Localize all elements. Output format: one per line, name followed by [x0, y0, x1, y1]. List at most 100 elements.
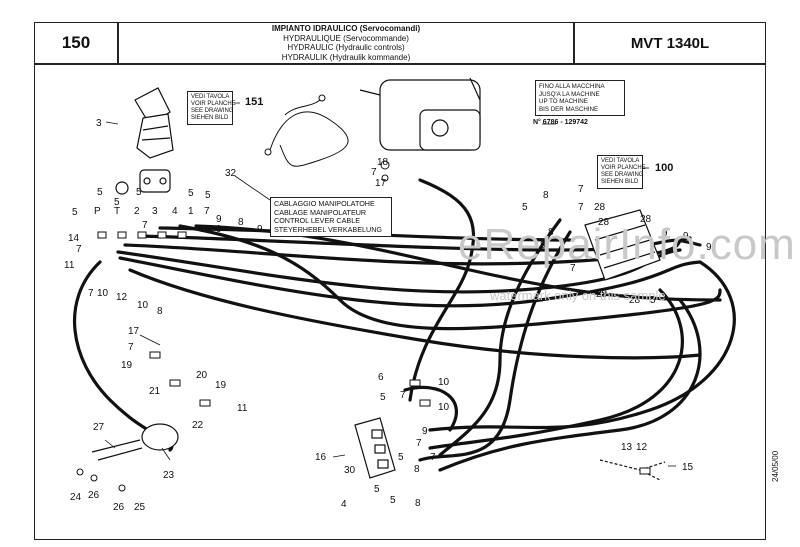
callout-line: FINO ALLA MACCHINA: [539, 83, 605, 90]
part-label: 28: [629, 295, 641, 306]
hose: [438, 218, 562, 457]
part-label: 13: [621, 442, 633, 453]
part-label: 7: [570, 248, 576, 259]
part-label: 9: [216, 214, 222, 225]
part-label: 4: [341, 499, 347, 510]
part-label: 7: [199, 224, 205, 235]
part-label: 5: [374, 484, 380, 495]
see-drawing-callout-left: VEDI TAVOLA VOIR PLANCHE SEE DRAWING SIE…: [187, 91, 236, 125]
hose: [403, 385, 458, 432]
part-label: 26: [88, 490, 100, 501]
callout-line: SIEHEN BILD: [601, 179, 639, 185]
serial-range: N° 6786 - 129742: [533, 119, 588, 126]
callout-line: VEDI TAVOLA: [601, 158, 640, 164]
title-line-de: HYDRAULIK (Hydraulik kommande): [281, 52, 411, 62]
part-label: 5: [72, 207, 78, 218]
part-label: 8: [238, 217, 244, 228]
control-valve-block: [584, 209, 661, 281]
part-label: 8: [414, 464, 420, 475]
callout-line: UP TO MACHINE: [539, 98, 588, 105]
title-line-en: HYDRAULIC (Hydraulic controls): [287, 43, 405, 52]
part-label: 28: [594, 202, 606, 213]
part-label: 3: [96, 118, 102, 129]
part-label: 4: [172, 206, 178, 217]
part-label: 18: [377, 157, 389, 168]
part-label: 28: [596, 289, 608, 300]
hose: [178, 224, 722, 331]
callout-line: CABLAGGIO MANIPOLATOHE: [274, 199, 375, 208]
part-label: 30: [344, 465, 356, 476]
part-label: 27: [93, 422, 105, 433]
part-label: 12: [636, 442, 648, 453]
part-label: 9: [216, 224, 222, 235]
sheet-title: IMPIANTO IDRAULICO (Servocomandi) HYDRAU…: [118, 22, 574, 64]
part-label: 10: [97, 288, 109, 299]
part-label: 8: [543, 190, 549, 201]
model-name: MVT 1340L: [574, 22, 766, 64]
callout-line: CABLAGE MANIPOLATEUR: [274, 207, 367, 217]
hose-group: [72, 178, 736, 472]
part-label: 5: [114, 197, 120, 208]
part-number-labels: 3 5 5 5 5 5 5 P T 2 3 4 1 7 7 9 7 9 8 14…: [64, 118, 712, 513]
title-line-it: IMPIANTO IDRAULICO (Servocomandi): [271, 24, 421, 33]
part-label: 9: [422, 426, 428, 437]
part-label: 7: [88, 288, 94, 299]
part-label: 9: [257, 224, 263, 235]
hose: [438, 298, 702, 472]
small-hose-assembly: [599, 459, 666, 481]
page-number: 150: [34, 22, 118, 64]
part-label: 7: [578, 184, 584, 195]
joystick-assembly: [115, 87, 174, 195]
ref-drawing-number: 100: [655, 162, 674, 174]
part-label: 8: [540, 240, 546, 251]
part-label: 23: [163, 470, 175, 481]
part-label: 19: [121, 360, 133, 371]
part-label: 1: [188, 206, 194, 217]
part-label: 5: [136, 187, 142, 198]
part-label: 5: [390, 495, 396, 506]
part-label: 25: [134, 502, 146, 513]
part-label: 5: [650, 295, 656, 306]
watermark-subtext: watermark only on this sample: [490, 288, 666, 303]
ref-drawing-number: 151: [245, 96, 264, 108]
wiring-harness: [264, 94, 349, 167]
part-label: 19: [215, 380, 227, 391]
part-label: 7: [371, 167, 377, 178]
callout-line: VOIR PLANCHE: [601, 165, 646, 171]
part-label: 8: [548, 227, 554, 238]
part-label: 7: [128, 342, 134, 353]
part-label: 9: [662, 228, 668, 239]
callout-line: SEE DRAWING: [601, 172, 644, 178]
part-label: 11: [64, 260, 75, 271]
part-label: 26: [113, 502, 125, 513]
callout-line: JUSQ'A LA MACHINE: [539, 90, 600, 98]
part-label: 7: [416, 438, 422, 449]
part-label: 10: [438, 377, 450, 388]
part-label: 11: [237, 403, 248, 414]
part-label: 17: [375, 178, 387, 189]
hose: [128, 268, 702, 360]
part-label: 7: [430, 452, 436, 463]
part-label: 10: [438, 402, 450, 413]
callout-line: VOIR PLANCHE: [191, 101, 236, 107]
part-label: 6: [378, 372, 384, 383]
leader-lines: [104, 102, 676, 467]
part-label: 2: [134, 206, 140, 217]
callout-line: BIS DER MASCHINE: [539, 105, 599, 113]
part-label: 28: [598, 217, 610, 228]
part-label: 10: [137, 300, 149, 311]
fittings: [76, 160, 651, 492]
callout-line: STEYERHEBEL VERKABELUNG: [274, 224, 382, 234]
callout-line: CONTROL LEVER CABLE: [274, 216, 361, 225]
part-label: 7: [400, 390, 406, 401]
hose: [428, 288, 684, 450]
callout-line: SEE DRAWING: [191, 108, 234, 114]
watermark: eRepairInfo.com: [458, 220, 796, 269]
part-label: 16: [315, 452, 327, 463]
accumulator: [91, 423, 179, 461]
part-label: 12: [116, 292, 128, 303]
part-label: 17: [128, 326, 140, 337]
part-label: 7: [142, 220, 148, 231]
